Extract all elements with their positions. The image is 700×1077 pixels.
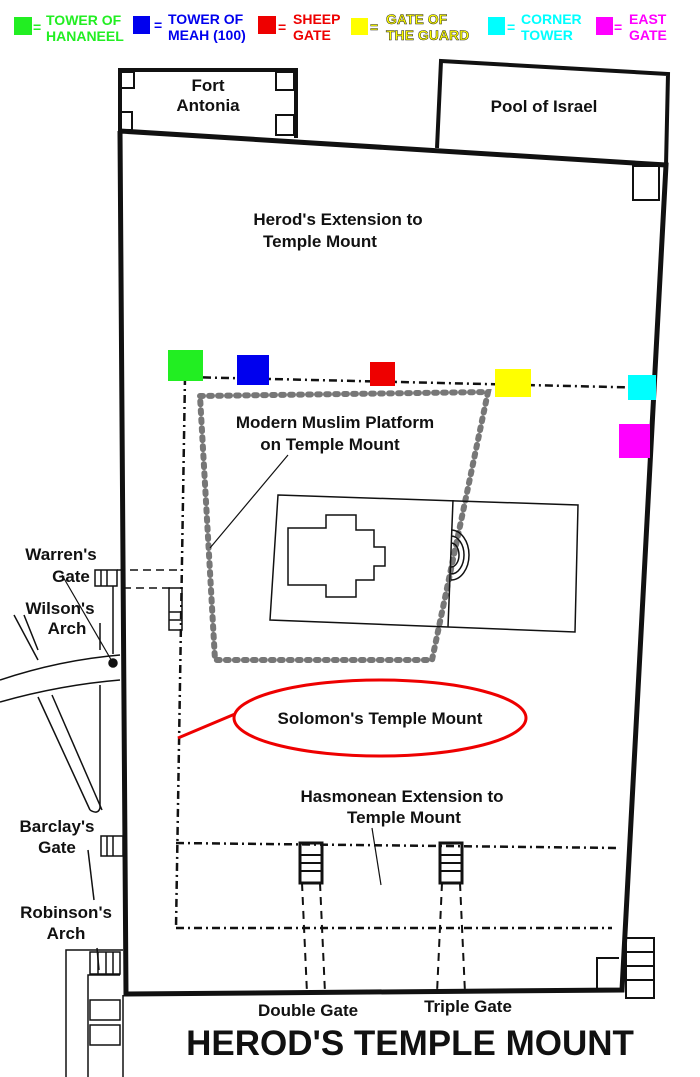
legend-swatch-corner-tower <box>488 17 505 35</box>
legend-swatch-sheep-gate <box>258 16 276 34</box>
muslim-platform <box>196 388 492 663</box>
legend-label: MEAH (100) <box>168 27 246 43</box>
fort-label: Antonia <box>176 96 240 115</box>
legend-equals: = <box>33 19 41 35</box>
west-wall-features <box>0 569 183 1077</box>
hasmonean-label: Hasmonean Extension to <box>300 787 503 806</box>
muslim-platform-label: Modern Muslim Platform <box>236 413 434 432</box>
fort-antonia: Fort Antonia <box>118 68 298 138</box>
legend-label: EAST <box>629 11 667 27</box>
dome-of-rock-outline <box>269 494 579 633</box>
solomon-boundary <box>174 375 656 930</box>
tower-of-meah-marker <box>237 355 269 385</box>
diagram-title: HEROD'S TEMPLE MOUNT <box>186 1024 634 1063</box>
solomon-highlight-ellipse <box>232 678 528 758</box>
gate-of-guard-marker <box>495 369 531 397</box>
wilsons-arch-label: Wilson's <box>25 599 94 618</box>
herod-extension-label: Temple Mount <box>263 232 377 251</box>
legend-label: TOWER <box>521 27 573 43</box>
corner-tower-marker <box>628 375 656 400</box>
tower-of-hananeel-marker <box>168 350 203 381</box>
hasmonean-label: Temple Mount <box>347 808 461 827</box>
east-gate-marker <box>619 424 650 458</box>
gate-tunnels <box>298 841 655 999</box>
legend-label: TOWER OF <box>168 11 244 27</box>
legend-label: GATE <box>293 27 331 43</box>
triple-gate-label: Triple Gate <box>424 997 512 1016</box>
legend-label: HANANEEL <box>46 28 124 44</box>
outer-wall <box>117 128 669 997</box>
legend-label: THE GUARD <box>386 27 469 43</box>
legend-swatch-meah <box>133 16 150 34</box>
legend-label: TOWER OF <box>46 12 122 28</box>
legend: = TOWER OF HANANEEL = TOWER OF MEAH (100… <box>14 11 667 44</box>
legend-swatch-hananeel <box>14 17 32 35</box>
solomon-pointer <box>177 712 236 740</box>
legend-equals: = <box>507 19 515 35</box>
wilsons-arch-label: Arch <box>48 619 87 638</box>
legend-equals: = <box>278 19 286 35</box>
muslim-platform-label: on Temple Mount <box>260 435 400 454</box>
legend-label: GATE OF <box>386 11 448 27</box>
warrens-gate-label: Warren's <box>25 545 96 564</box>
legend-label: CORNER <box>521 11 582 27</box>
double-gate-label: Double Gate <box>258 1001 358 1020</box>
pool-label: Pool of Israel <box>491 97 598 116</box>
robinsons-arch-label: Robinson's <box>20 903 112 922</box>
pool-of-israel: Pool of Israel <box>435 58 671 201</box>
warrens-gate-label: Gate <box>52 567 90 586</box>
herod-extension-label: Herod's Extension to <box>253 210 422 229</box>
sheep-gate-marker <box>370 362 395 386</box>
legend-label: SHEEP <box>293 11 340 27</box>
legend-swatch-gate-of-guard <box>351 18 368 35</box>
legend-swatch-east-gate <box>596 17 613 35</box>
legend-equals: = <box>370 19 378 35</box>
fort-label: Fort <box>191 76 224 95</box>
solomon-label: Solomon's Temple Mount <box>278 709 483 728</box>
legend-label: GATE <box>629 27 667 43</box>
legend-equals: = <box>614 19 622 35</box>
legend-equals: = <box>154 17 162 33</box>
robinsons-arch-label: Arch <box>47 924 86 943</box>
barclays-gate-label: Barclay's <box>20 817 95 836</box>
barclays-gate-label: Gate <box>38 838 76 857</box>
